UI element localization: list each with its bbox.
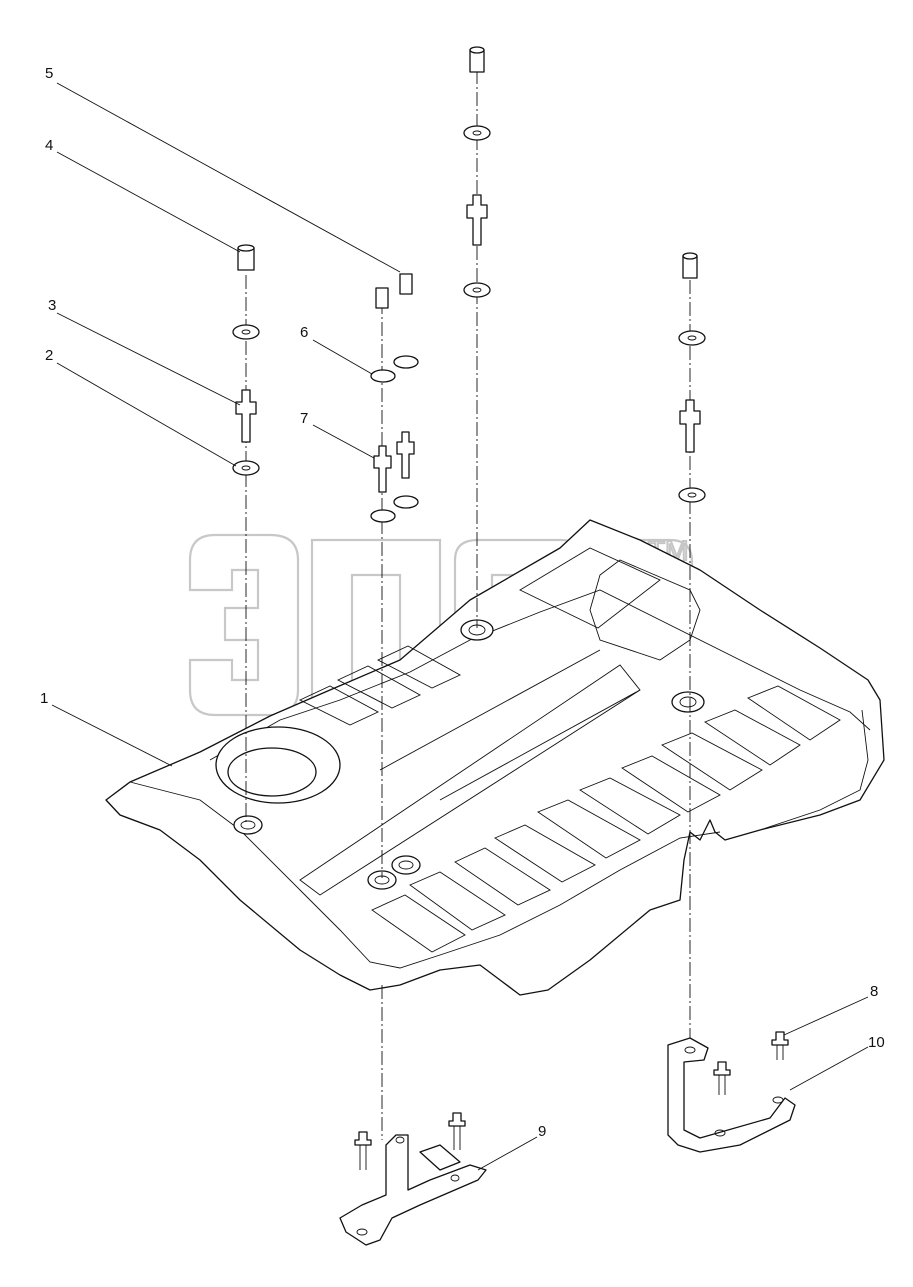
callout-1: 1 [40,690,48,707]
fastener-stack-left [232,244,260,476]
callout-5: 5 [45,65,53,82]
callout-4: 4 [45,137,53,154]
callout-9: 9 [538,1123,546,1140]
fastener-stack-top [463,46,491,298]
assembly-center-lines [245,70,691,1140]
bracket-left [339,1112,487,1246]
callout-labels: 5 4 3 2 6 7 1 8 10 9 [40,65,885,1140]
leader-lines [51,82,869,1171]
callout-2: 2 [45,347,53,364]
fastener-stack-center [370,273,419,523]
callout-6: 6 [300,324,308,341]
bracket-right [667,1031,796,1153]
callout-8: 8 [870,983,878,1000]
callout-7: 7 [300,410,308,427]
callout-3: 3 [48,297,56,314]
callout-10: 10 [868,1034,885,1051]
fastener-stack-right [678,252,706,503]
engine-cover [105,519,885,996]
